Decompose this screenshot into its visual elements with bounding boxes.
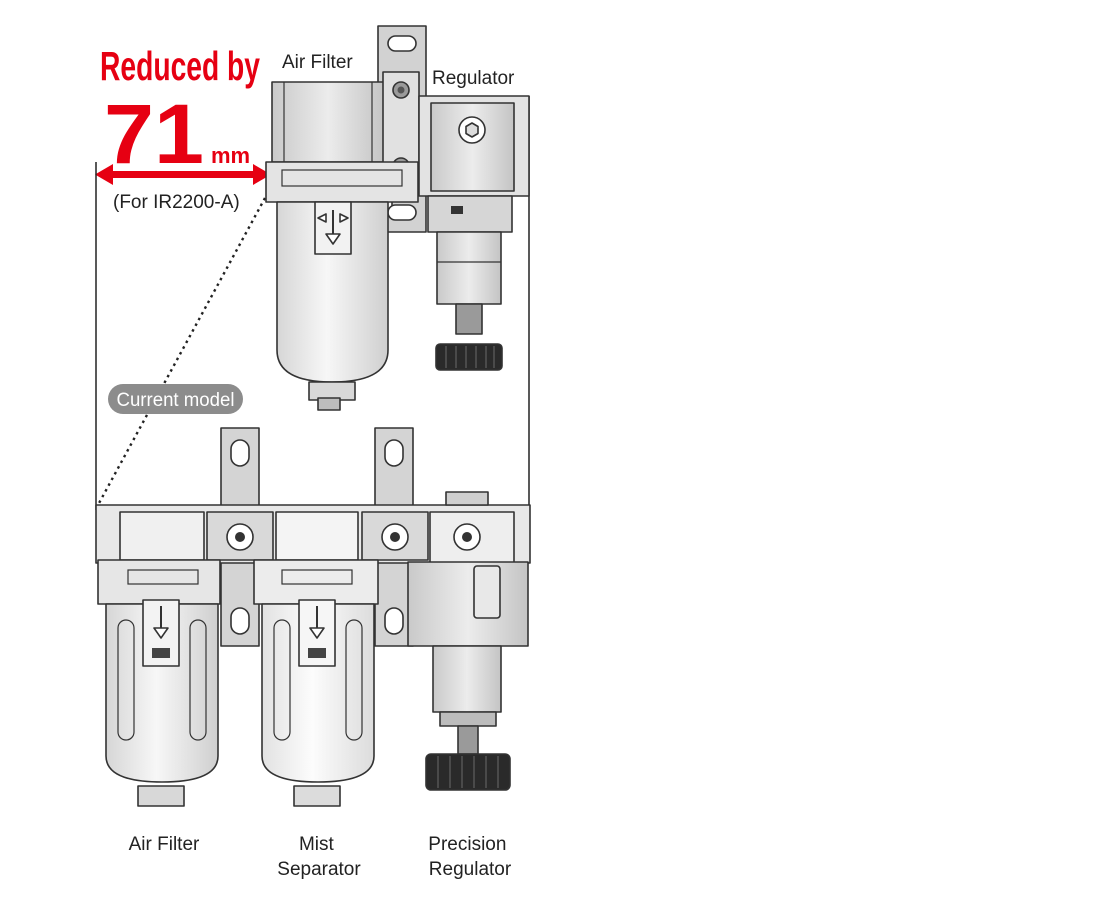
current-mist-separator xyxy=(253,511,379,807)
current-model-text: Current model xyxy=(117,390,235,411)
reduction-callout: Reduced by 71 mm (For IR2200-A) xyxy=(95,43,271,213)
current-air-filter-label: Air Filter xyxy=(129,834,200,855)
current-precision-regulator-label: Precision Regulator xyxy=(428,834,512,880)
new-unit: Air Filter Regulator xyxy=(265,25,530,411)
reduction-unit: mm xyxy=(211,143,250,168)
current-air-filter xyxy=(97,511,221,807)
reduction-note: (For IR2200-A) xyxy=(113,192,240,213)
new-air-filter-label: Air Filter xyxy=(282,52,353,73)
new-regulator-label: Regulator xyxy=(432,68,515,89)
reduction-amount: 71 xyxy=(104,87,204,181)
spacer-right xyxy=(361,511,429,561)
current-mist-separator-label: Mist Separator xyxy=(277,834,361,880)
current-model-badge: Current model xyxy=(108,384,243,414)
new-regulator xyxy=(418,95,530,371)
reduced-by-text: Reduced by xyxy=(100,43,260,89)
spacer-left xyxy=(206,511,274,561)
current-unit: Air Filter Mist Separator Precision Regu… xyxy=(95,427,531,880)
new-air-filter xyxy=(265,71,420,411)
current-precision-regulator xyxy=(407,511,529,791)
dimension-arrow xyxy=(95,164,271,185)
